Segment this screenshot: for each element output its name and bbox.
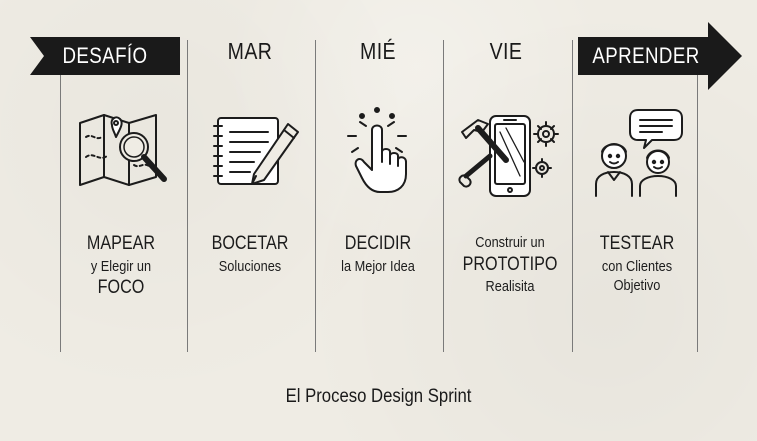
caption-line: con Clientes [601,257,673,275]
column-header-vie: VIE [489,38,523,64]
column-divider [315,40,316,352]
caption-testear: TESTEAR con Clientes Objetivo [572,232,702,296]
phone-tools-icon [456,102,564,207]
column-divider [443,40,444,352]
column-divider [697,40,698,352]
tap-hand-icon [344,104,420,201]
column-header-aprender: APRENDER [592,43,700,68]
desafio-banner: DESAFÍO [30,37,180,75]
caption-line: PROTOTIPO [462,253,558,275]
users-chat-icon [594,104,690,205]
caption-bocetar: BOCETAR Soluciones [185,232,315,276]
banner-ribbon-shape [30,37,180,75]
caption-prototipo: Construir un PROTOTIPO Realisita [445,233,575,297]
caption-mapear: MAPEAR y Elegir un FOCO [56,232,186,301]
caption-line: Objetivo [613,277,661,295]
caption-line: y Elegir un [90,257,152,275]
column-divider [187,40,188,352]
caption-line: Construir un [475,234,545,251]
column-header-desafio: DESAFÍO [62,43,148,68]
caption-line: la Mejor Idea [341,257,415,275]
column-header-mie: MIÉ [359,38,397,64]
map-magnifier-icon [74,107,174,202]
caption-line: FOCO [97,277,145,299]
notebook-pencil-icon [208,110,304,195]
caption-line: MAPEAR [86,233,156,254]
column-header-mar: MAR [227,38,273,64]
diagram-footer-title: El Proceso Design Sprint [285,386,472,407]
caption-line: Realisita [485,278,535,296]
caption-decidir: DECIDIR la Mejor Idea [313,232,443,276]
caption-line: Soluciones [218,257,282,275]
caption-line: TESTEAR [599,233,675,254]
caption-line: BOCETAR [211,233,289,254]
arrow-right-icon [578,22,742,90]
caption-line: DECIDIR [344,233,412,254]
aprender-banner: APRENDER [578,22,744,90]
column-divider [572,40,573,352]
column-divider [60,40,61,352]
